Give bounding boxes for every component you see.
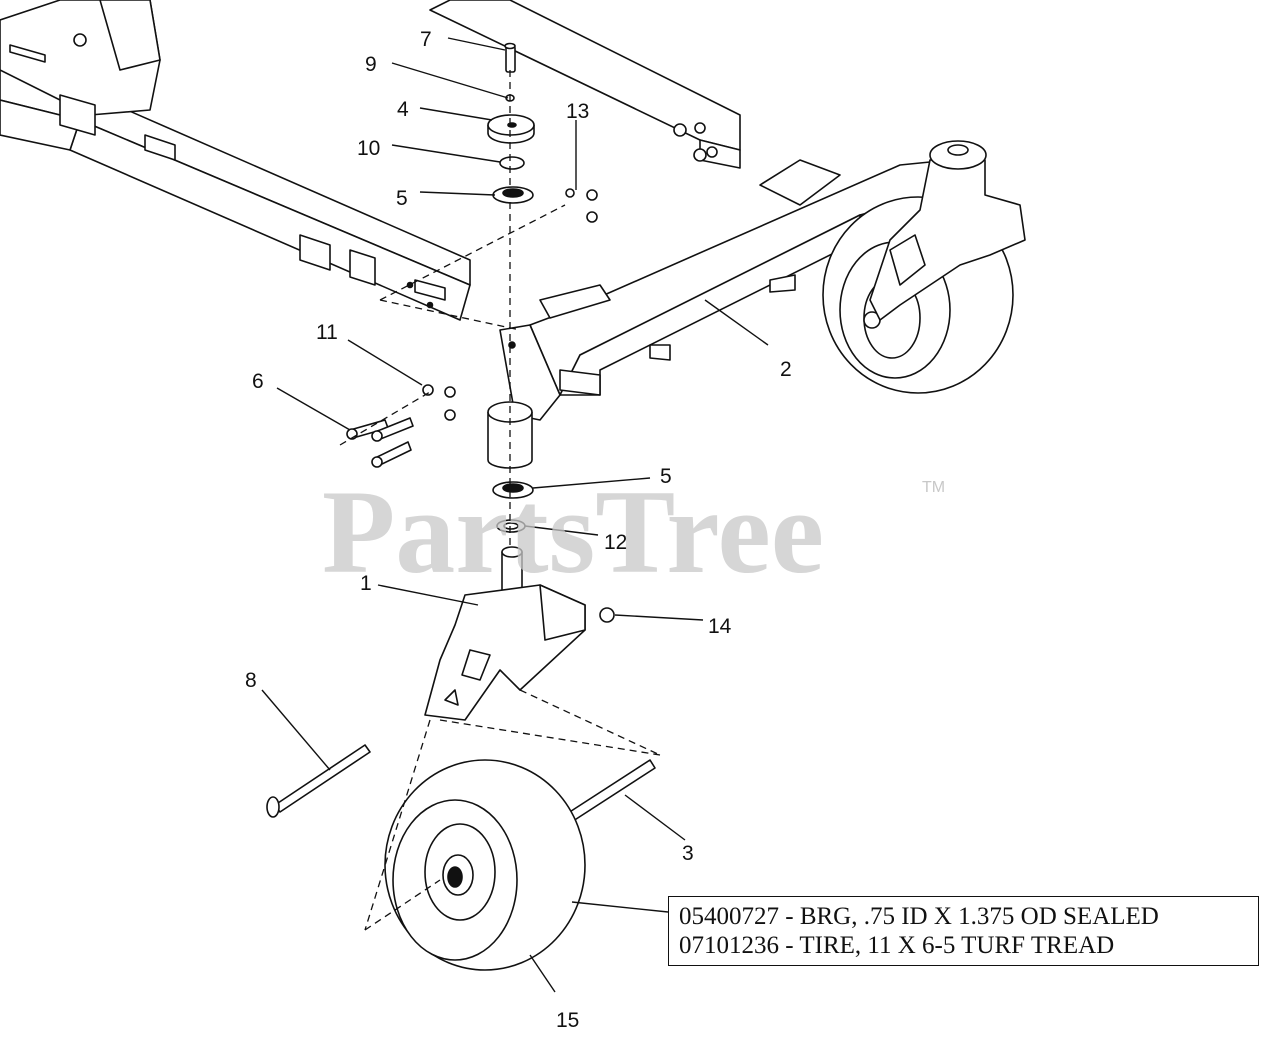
- part-line-bearing: 05400727 - BRG, .75 ID X 1.375 OD SEALED: [679, 903, 1159, 930]
- callout-10: 10: [357, 137, 380, 160]
- callout-1: 1: [360, 572, 372, 595]
- fasteners: [346, 188, 615, 623]
- callout-3: 3: [682, 842, 694, 865]
- callout-5-upper: 5: [396, 187, 408, 210]
- parts-info-box: 05400727 - BRG, .75 ID X 1.375 OD SEALED…: [668, 896, 1259, 966]
- callout-2: 2: [780, 358, 792, 381]
- callout-7: 7: [420, 28, 432, 51]
- callout-4: 4: [397, 98, 409, 121]
- callout-12: 12: [604, 531, 627, 554]
- callout-15: 15: [556, 1009, 579, 1032]
- axle-spacer: [561, 759, 656, 827]
- callout-8: 8: [245, 669, 257, 692]
- callout-11: 11: [316, 321, 338, 344]
- watermark-text: PartsTree: [322, 465, 824, 598]
- callout-13: 13: [566, 100, 589, 123]
- callout-6: 6: [252, 370, 264, 393]
- right-caster-assembly: [822, 140, 1026, 394]
- lower-stack: [492, 481, 534, 533]
- leader-lines: [261, 37, 769, 993]
- callout-14: 14: [708, 615, 732, 638]
- callout-5-lower: 5: [660, 465, 672, 488]
- part-line-tire: 07101236 - TIRE, 11 X 6-5 TURF TREAD: [679, 932, 1115, 959]
- left-frame-rail: [0, 0, 471, 321]
- callout-9: 9: [365, 53, 377, 76]
- lower-front-wheel: [384, 759, 586, 971]
- front-axle-arm: [499, 159, 951, 421]
- axle-bolt: [266, 744, 371, 818]
- top-stack: [487, 42, 535, 204]
- alignment-lines: [339, 70, 661, 931]
- watermark-trademark: TM: [922, 479, 945, 496]
- callout-labels: 7 9 4 10 5 13 11 6 2 5 12 1 14 8 3 15: [245, 28, 792, 1032]
- upper-rear-rail: [429, 0, 741, 169]
- caster-fork: [424, 546, 586, 721]
